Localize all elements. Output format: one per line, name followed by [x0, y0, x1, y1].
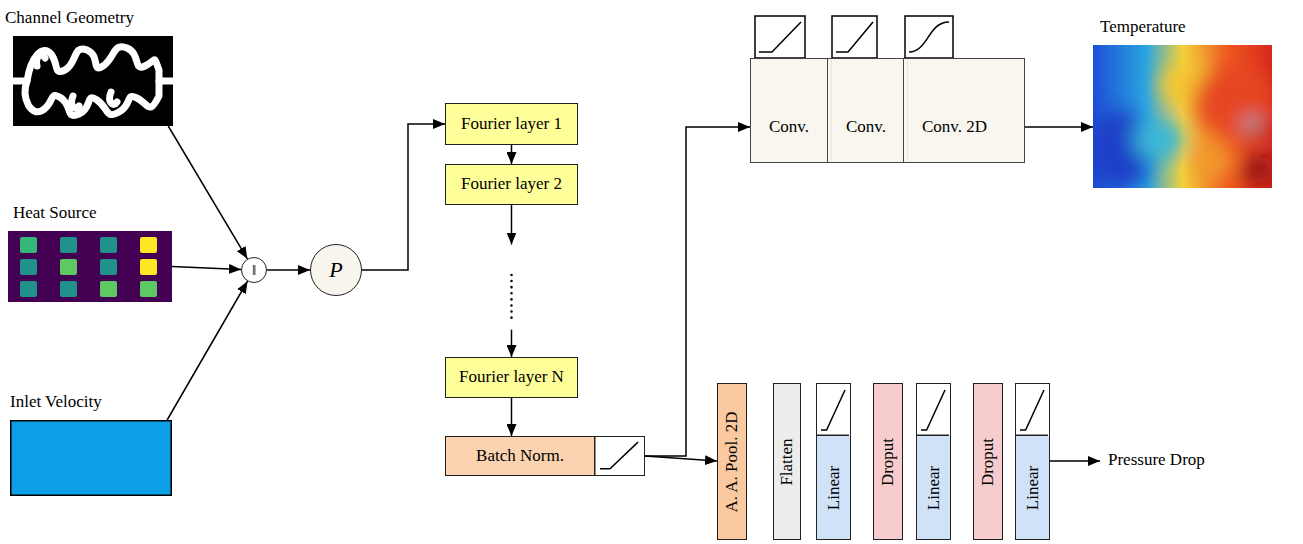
fourier-layer: Fourier layer N: [445, 357, 578, 398]
connector: [267, 270, 310, 271]
connector: [168, 126, 247, 259]
relu-icon: [1016, 384, 1048, 436]
node-label: Conv. 2D: [922, 118, 987, 137]
node-label: Batch Norm.: [476, 447, 564, 466]
fourier-layer: Fourier layer 1: [445, 103, 578, 145]
connector-line: [167, 281, 247, 420]
text-area: Droput: [874, 384, 902, 539]
input-image: Heat Source: [8, 231, 172, 302]
dropout-layer: Droput: [873, 383, 903, 540]
heat-source-image: [8, 231, 172, 302]
node-label: A. A. Pool. 2D: [723, 411, 742, 512]
conv-layer: Conv.: [750, 58, 832, 163]
linear-layer: Linear: [816, 383, 851, 540]
node-label: Fourier layer 2: [461, 175, 562, 194]
connector-line: [168, 126, 247, 259]
batch-norm-box: Batch Norm.: [445, 436, 645, 476]
input-image: Inlet Velocity: [10, 420, 172, 496]
relu-icon-area: [817, 384, 850, 436]
linear-layer: Linear: [916, 383, 951, 540]
connector: [511, 205, 512, 357]
connector-line: [645, 456, 717, 461]
output-image: Temperature: [1093, 45, 1272, 188]
node-label: Linear: [1023, 465, 1042, 509]
linear-layer: Linear: [1015, 383, 1050, 540]
relu-icon: [817, 384, 849, 436]
text-area: Linear: [917, 436, 950, 539]
relu-icon-area: [917, 384, 950, 436]
connector-line: [510, 275, 513, 319]
channel-image: [13, 36, 173, 126]
connector-line: [362, 124, 445, 270]
connector: [167, 281, 247, 420]
image-heading: Channel Geometry: [5, 9, 134, 28]
node-label: P: [329, 258, 342, 282]
node-label: Conv.: [846, 118, 886, 137]
connector: [645, 456, 717, 461]
node-label: ‖: [252, 262, 256, 279]
image-heading: Inlet Velocity: [10, 393, 102, 412]
node-label: Fourier layer 1: [461, 115, 562, 134]
pool-layer: A. A. Pool. 2D: [717, 383, 747, 540]
temperature-image: [1093, 45, 1272, 188]
connector: [511, 145, 512, 164]
node-label: Conv.: [769, 118, 809, 137]
connector: [172, 267, 241, 270]
image-heading: Heat Source: [13, 204, 97, 223]
text-area: Droput: [974, 384, 1002, 539]
node-label: Droput: [879, 437, 898, 485]
relu-icon-area: [1016, 384, 1049, 436]
node-label: Linear: [824, 465, 843, 509]
node-label: Linear: [924, 465, 943, 509]
node-label: Fourier layer N: [459, 368, 564, 387]
connector-line: [172, 267, 241, 270]
connector-line: [511, 205, 513, 245]
flatten-layer: Flatten: [773, 383, 801, 540]
node-label: Flatten: [778, 438, 797, 485]
connector-line: [511, 145, 513, 164]
text-area: Flatten: [774, 384, 800, 539]
connector: [1025, 126, 1093, 127]
output-arrow: [1050, 460, 1100, 462]
concat-circle: ‖: [241, 257, 267, 283]
projection-circle: P: [310, 244, 362, 296]
relu-icon: [594, 437, 644, 475]
connector: [511, 398, 512, 436]
connector-line: [511, 330, 513, 357]
activation-icon: [755, 16, 953, 58]
conv-layer: Conv. 2D: [903, 58, 1025, 163]
input-image: Channel Geometry: [13, 36, 173, 126]
text-area: Linear: [817, 436, 850, 539]
node-label: Droput: [979, 437, 998, 485]
text-area: A. A. Pool. 2D: [718, 384, 746, 539]
output-label: Pressure Drop: [1108, 450, 1205, 470]
conv-layer: Conv.: [827, 58, 908, 163]
text-area: Linear: [1016, 436, 1049, 539]
connector-line: [267, 269, 310, 271]
relu-icon: [917, 384, 949, 436]
dropout-layer: Droput: [973, 383, 1003, 540]
image-heading: Temperature: [1100, 18, 1186, 37]
inlet-velocity-image: [10, 420, 172, 496]
fourier-layer: Fourier layer 2: [445, 164, 578, 205]
connector: [362, 124, 445, 270]
connector-line: [511, 398, 513, 436]
connector-line: [1025, 126, 1093, 128]
